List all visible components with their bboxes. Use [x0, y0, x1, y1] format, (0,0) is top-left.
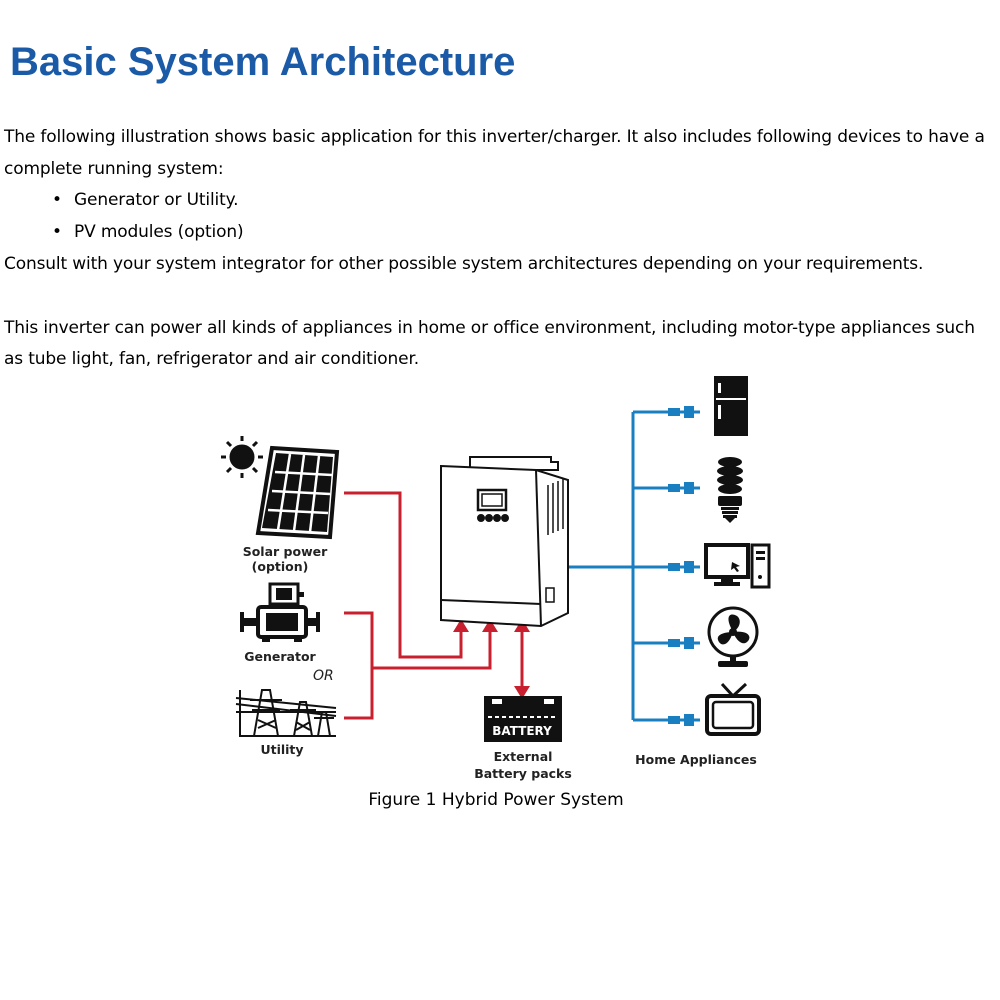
home-appliances-label: Home Appliances — [635, 752, 757, 767]
intro-text: The following illustration shows basic a… — [4, 122, 996, 376]
utility-label: Utility — [260, 742, 303, 757]
battery-label-line1: External — [494, 749, 553, 764]
cfl-bulb-icon — [717, 457, 743, 523]
fan-icon — [707, 606, 759, 667]
refrigerator-icon — [714, 376, 748, 436]
or-label: OR — [313, 668, 334, 684]
battery-icon-label: BATTERY — [492, 724, 552, 738]
utility-wire — [344, 668, 374, 720]
computer-icon — [704, 543, 771, 589]
list-item: Generator or Utility. — [52, 185, 996, 217]
inverter-icon — [440, 456, 569, 628]
solar-label-line2: (option) — [252, 559, 309, 574]
generator-label: Generator — [244, 649, 316, 664]
battery-icon: BATTERY — [484, 696, 562, 742]
intro-paragraph-1: The following illustration shows basic a… — [4, 127, 985, 179]
solar-label-line1: Solar power — [243, 544, 328, 559]
figure-caption: Figure 1 Hybrid Power System — [368, 790, 624, 810]
battery-label-line2: Battery packs — [474, 766, 572, 781]
page-title: Basic System Architecture — [10, 40, 516, 84]
intro-paragraph-2: Consult with your system integrator for … — [4, 253, 924, 274]
list-item: PV modules (option) — [52, 217, 996, 249]
intro-paragraph-3: This inverter can power all kinds of app… — [4, 317, 975, 370]
tv-icon — [705, 682, 761, 736]
output-wiring — [568, 410, 700, 722]
sun-icon — [221, 436, 263, 478]
requirements-list: Generator or Utility. PV modules (option… — [4, 185, 996, 248]
solar-wire — [344, 491, 463, 659]
plug-connectors — [668, 406, 694, 726]
generator-icon — [240, 582, 320, 642]
solar-panel-icon — [255, 445, 340, 540]
utility-tower-icon — [235, 689, 337, 737]
input-wiring — [344, 491, 524, 720]
